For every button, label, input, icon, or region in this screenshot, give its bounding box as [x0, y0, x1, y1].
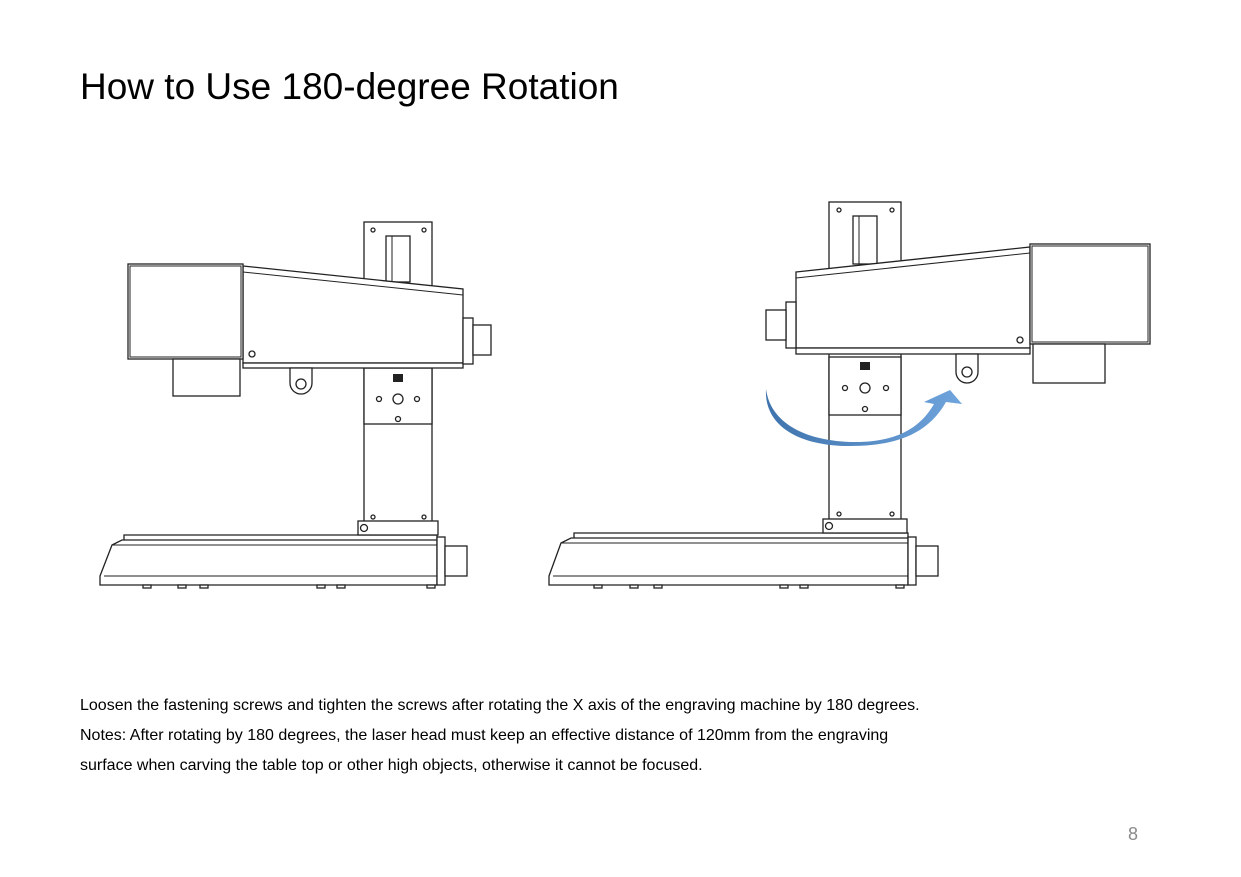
x-axis-arm — [242, 265, 492, 395]
caption-line-1: Loosen the fastening screws and tighten … — [80, 697, 920, 714]
machine-after-rotation — [548, 201, 1151, 589]
carriage-plate — [828, 356, 902, 416]
caption-line-3: surface when carving the table top or ot… — [80, 757, 703, 774]
page-number: 8 — [1128, 824, 1139, 844]
carriage-plate — [363, 367, 433, 425]
caption-line-2: Notes: After rotating by 180 degrees, th… — [80, 727, 889, 744]
machine-before-rotation — [99, 221, 492, 589]
x-axis-arm — [765, 246, 1031, 384]
instructions-text: Loosen the fastening screws and tighten … — [80, 691, 1080, 781]
laser-head — [127, 263, 244, 397]
base-platform — [99, 534, 468, 589]
machine-rotation-illustration — [99, 201, 1151, 589]
rotation-arrow — [765, 389, 962, 446]
base-platform — [548, 532, 939, 589]
page-title: How to Use 180-degree Rotation — [80, 66, 619, 107]
laser-head — [1029, 243, 1151, 384]
